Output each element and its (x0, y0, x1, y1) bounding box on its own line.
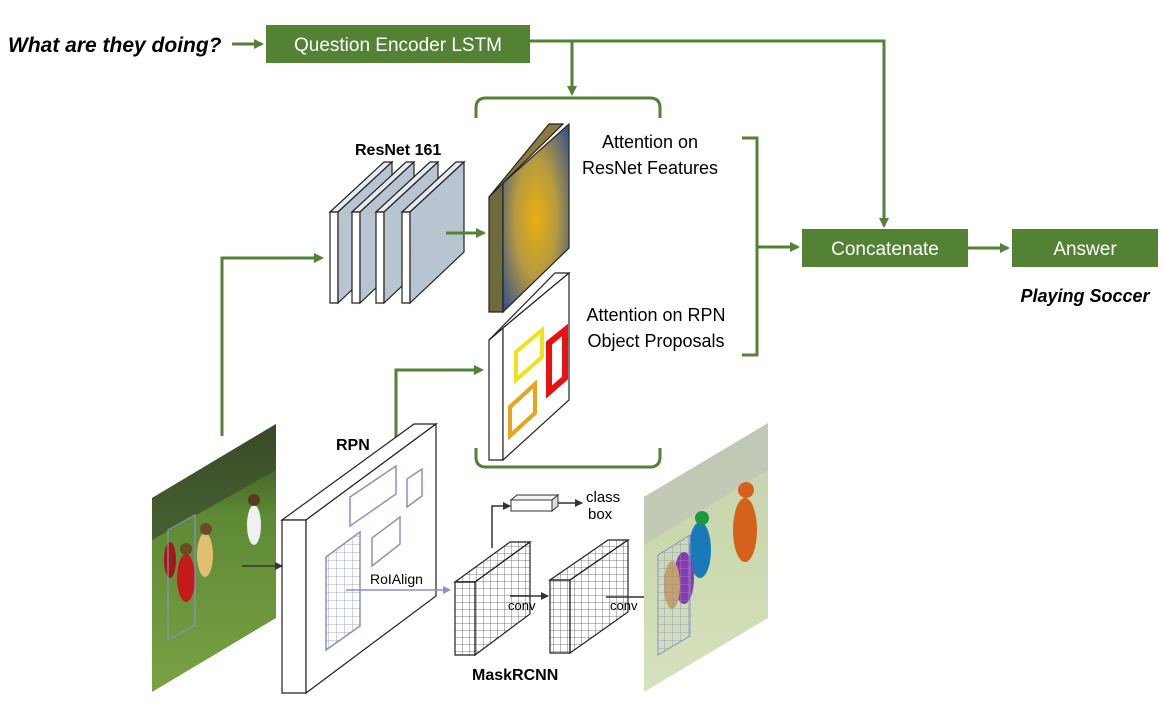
box-label: box (588, 506, 613, 523)
encoder-to-attention-arrow (530, 39, 577, 96)
roialign-label: RoIAlign (370, 571, 423, 587)
proposal-box-yellow (514, 325, 544, 385)
attn-resnet-line1: Attention on (602, 132, 698, 152)
rpn-label: RPN (336, 437, 370, 454)
question-text: What are they doing? (8, 34, 222, 57)
rpn-to-attention-arrow (394, 365, 484, 446)
class-label: class (586, 489, 620, 506)
mask-orange (733, 498, 757, 562)
concatenate-box: Concatenate (802, 229, 968, 267)
image-to-resnet-arrow (220, 253, 324, 436)
maskrcnn-block-2 (548, 538, 630, 655)
encoder-to-concat-arrow (572, 39, 889, 228)
rpn-attention-map (488, 271, 571, 462)
output-segmented-image (644, 423, 768, 692)
answer-box: Answer (1012, 229, 1158, 267)
rpn-roi-grid (325, 530, 361, 652)
conv1-label: conv (508, 598, 536, 613)
concatenate-label: Concatenate (831, 239, 939, 260)
answer-text: Playing Soccer (1020, 286, 1150, 306)
attn-rpn-line2: Object Proposals (587, 331, 724, 351)
input-soccer-image (152, 424, 276, 692)
mask-blue (689, 522, 711, 578)
maskrcnn-label: MaskRCNN (472, 667, 558, 684)
head-branch-arrow (491, 502, 511, 548)
resnet-label: ResNet 161 (355, 142, 441, 159)
answer-label: Answer (1053, 239, 1117, 260)
proposal-box-red (546, 323, 568, 399)
attention-top-bracket (474, 96, 662, 118)
fc-head (509, 493, 560, 513)
resnet-block-4 (400, 160, 466, 305)
attn-resnet-line2: ResNet Features (582, 158, 718, 178)
resnet-attention-map (488, 122, 570, 314)
attention-bottom-bracket (474, 448, 662, 469)
question-encoder-box: Question Encoder LSTM (266, 25, 530, 63)
attn-rpn-line1: Attention on RPN (586, 305, 725, 325)
conv2-label: conv (610, 598, 638, 613)
resnet-blocks (328, 160, 466, 305)
rpn-proposals (325, 464, 423, 652)
maskrcnn-block-1 (453, 540, 532, 657)
proposal-box-orange (508, 379, 537, 441)
question-encoder-label: Question Encoder LSTM (294, 35, 502, 56)
